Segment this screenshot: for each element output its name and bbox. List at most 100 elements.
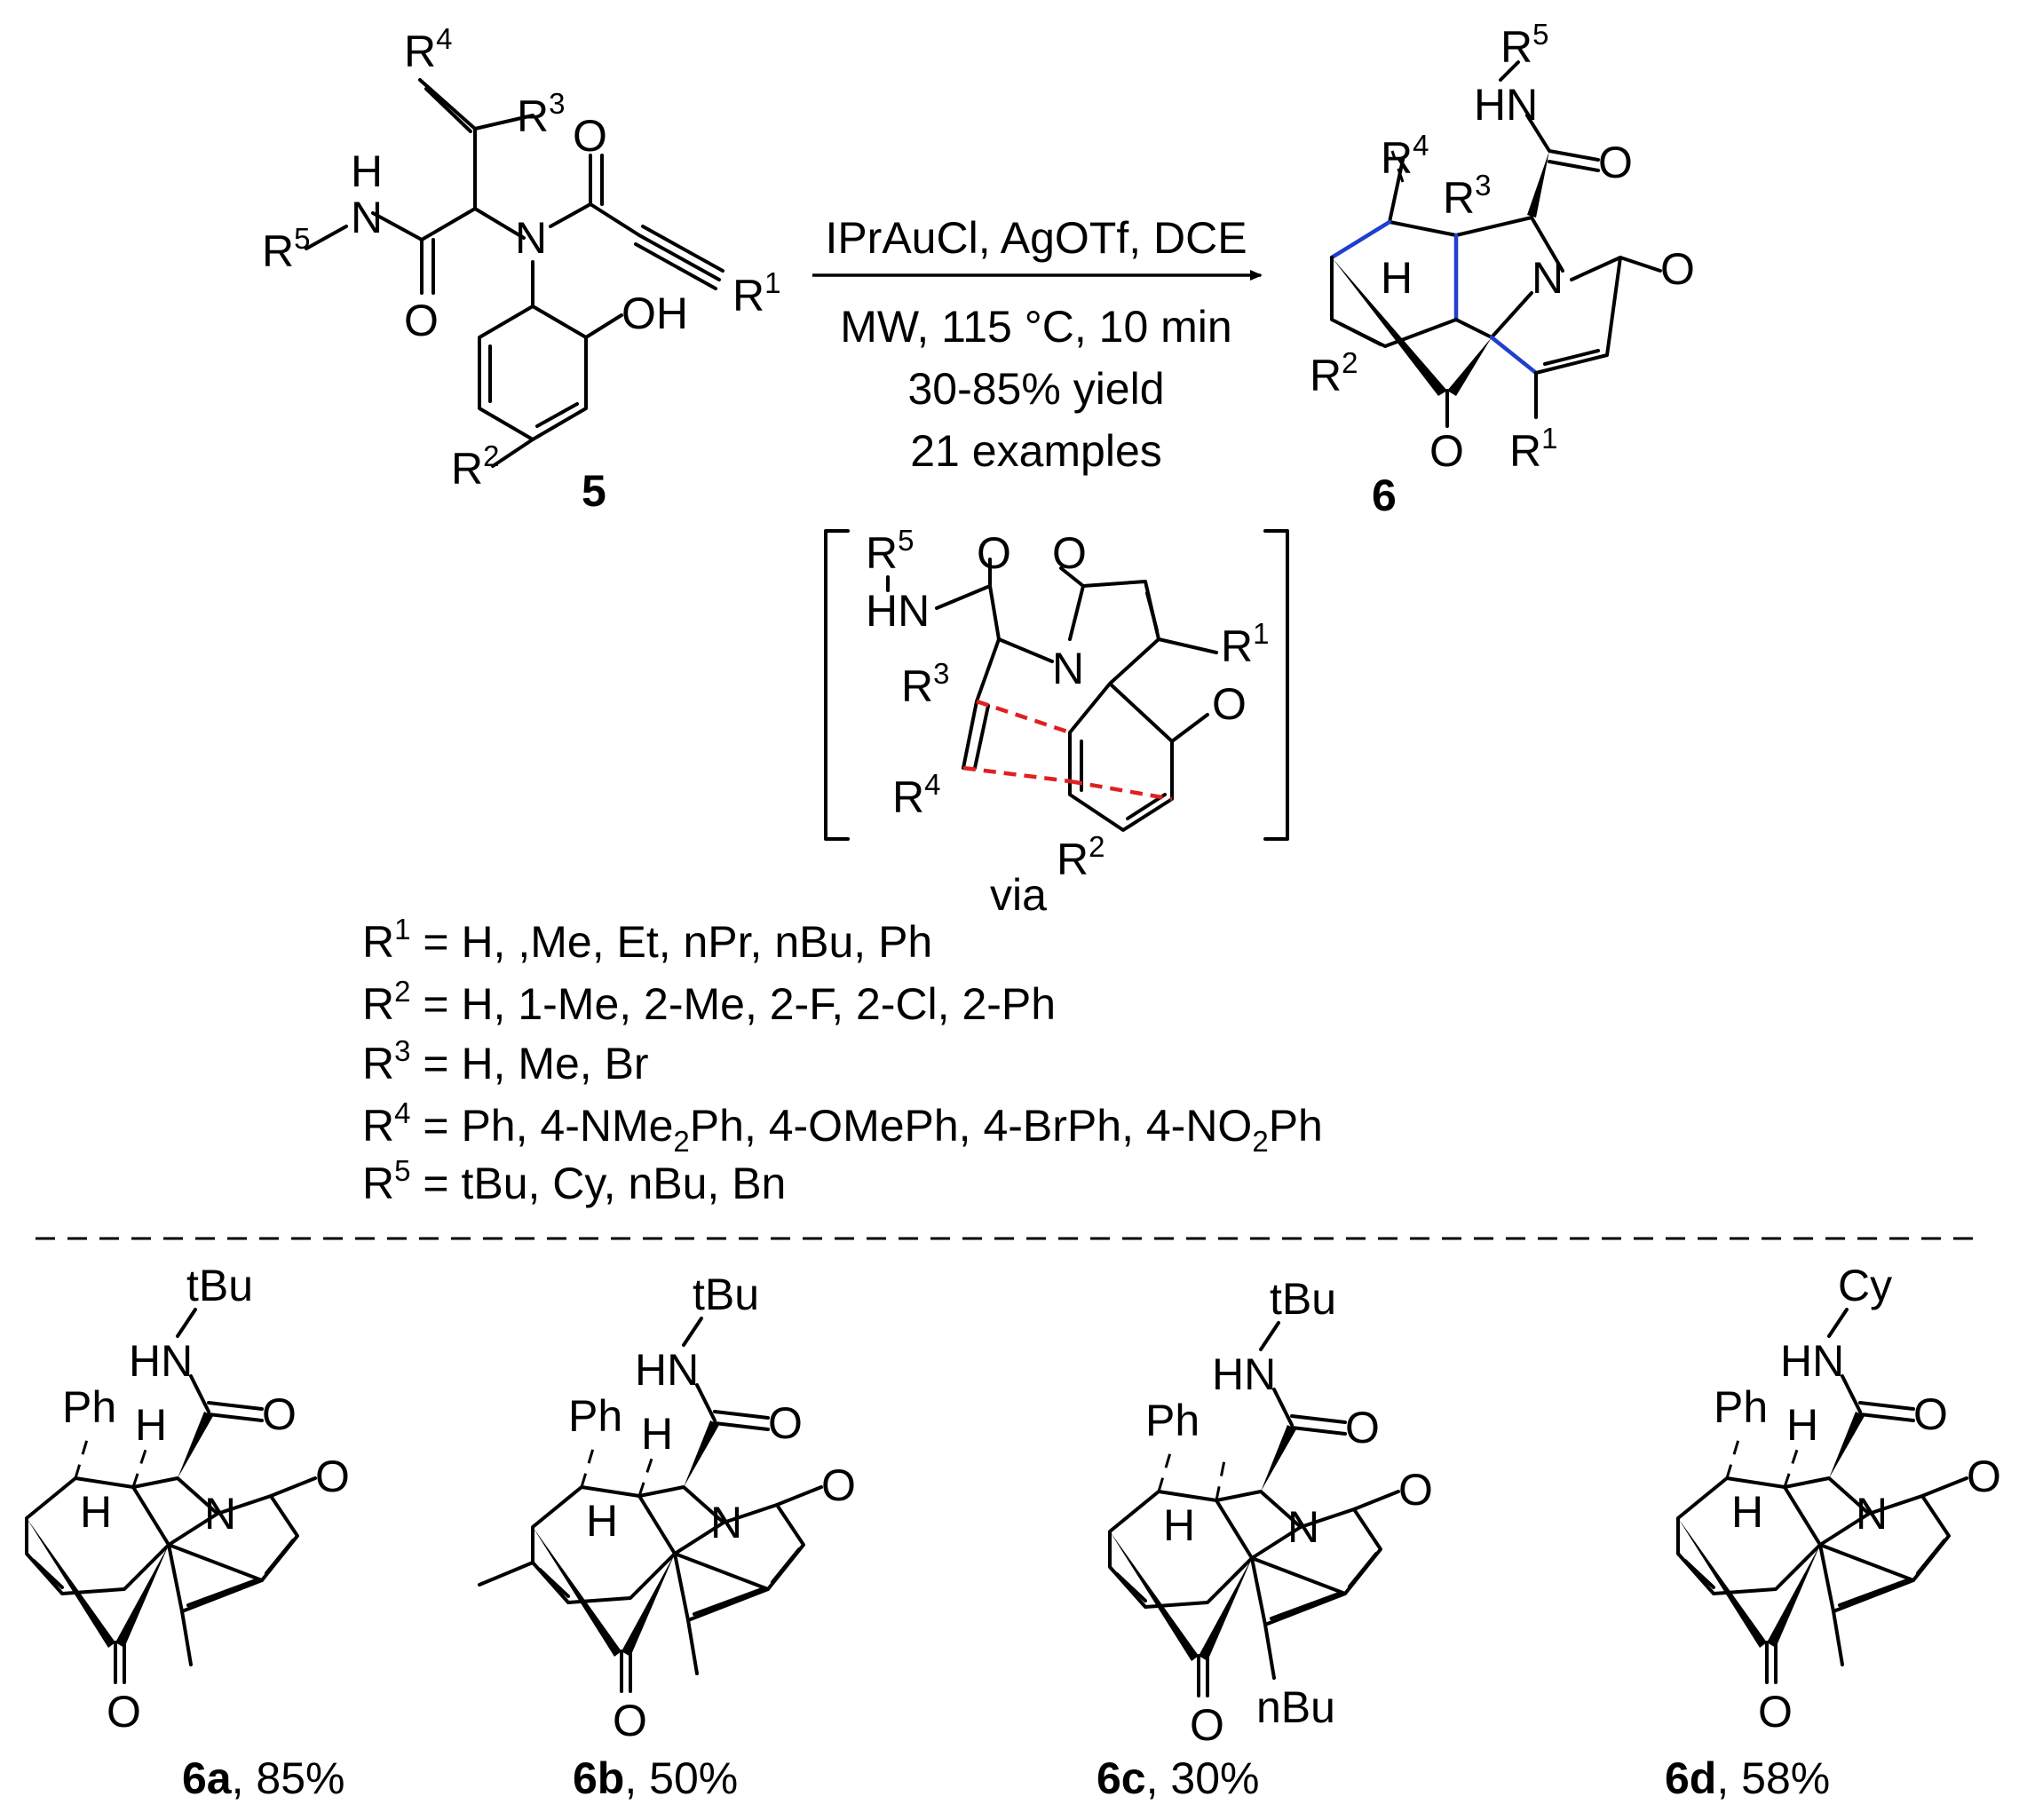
r1-definition: R1 = H, ,Me, Et, nPr, nBu, Ph xyxy=(362,913,932,967)
example-6b-ph: Ph xyxy=(568,1391,622,1441)
example-6a-ph-bond xyxy=(74,1433,91,1479)
example-6c-alkyl-bond xyxy=(1263,1623,1276,1680)
left-bracket xyxy=(824,529,850,841)
example-6d-co-bond xyxy=(1858,1412,1915,1422)
example-6d-hn: HN xyxy=(1780,1336,1844,1386)
n-atom-int: N xyxy=(1052,644,1084,693)
example-6b-ketone-o: O xyxy=(613,1696,647,1745)
example-6c-ketone-o: O xyxy=(1190,1700,1224,1750)
example-6b-co-bond2 xyxy=(713,1410,770,1420)
example-6d-top-h: H xyxy=(1786,1400,1818,1450)
oh-label: OH xyxy=(622,289,688,338)
example-6c-caption: 6c, 30% xyxy=(1097,1753,1259,1803)
example-6c-amide-wedge xyxy=(1261,1425,1296,1492)
amide-o-int: O xyxy=(977,528,1011,578)
r5-label-6: R5 xyxy=(1500,18,1548,72)
reaction-arrow-group: IPrAuCl, AgOTf, DCE MW, 115 °C, 10 min 3… xyxy=(812,213,1263,476)
yield-range-text: 30-85% yield xyxy=(907,364,1164,414)
r5-label-5: R5 xyxy=(262,222,310,276)
example-6b-amide-sub: tBu xyxy=(693,1270,759,1319)
example-6b-cn-bond xyxy=(695,1383,717,1422)
example-6c-cn-bond xyxy=(1272,1388,1294,1427)
example-6b-amide-o: O xyxy=(768,1398,803,1448)
example-6d-n-sub-bond xyxy=(1827,1308,1849,1338)
example-6d-h-bond xyxy=(1783,1446,1800,1488)
reagents-text: IPrAuCl, AgOTf, DCE xyxy=(825,213,1247,263)
example-6a-co-bond2 xyxy=(207,1401,264,1411)
r4-definition: R4 = Ph, 4-NMe2Ph, 4-OMePh, 4-BrPh, 4-NO… xyxy=(362,1096,1323,1158)
example-6d-ph: Ph xyxy=(1714,1382,1768,1432)
amide-o-5: O xyxy=(404,296,439,345)
example-6b-skeleton xyxy=(531,1485,823,1693)
example-6b-caption: 6b, 50% xyxy=(573,1753,738,1803)
example-6b-alkyl-bond xyxy=(686,1618,699,1675)
example-6c-methyl xyxy=(1215,1455,1227,1501)
example-6b-co-bond xyxy=(713,1421,770,1431)
example-6d-amide-sub: Cy xyxy=(1838,1261,1892,1310)
r3-definition: R3 = H, Me, Br xyxy=(362,1034,649,1088)
ketone-o-int: O xyxy=(1212,679,1247,729)
example-6a-hn: HN xyxy=(129,1336,193,1386)
example-6d-skeleton xyxy=(1676,1476,1968,1684)
example-6a-ketone-o: O xyxy=(107,1687,141,1737)
example-6d-alkyl-bond xyxy=(1832,1610,1844,1666)
example-6a-cn-bond xyxy=(189,1374,210,1413)
r2-label-int: R2 xyxy=(1057,830,1105,884)
example-6c-lactam-o: O xyxy=(1398,1465,1433,1515)
nh-h-5: H xyxy=(351,146,383,196)
via-label: via xyxy=(990,870,1047,920)
example-6c-ph-bond xyxy=(1157,1446,1174,1492)
r1-label-6: R1 xyxy=(1509,422,1557,476)
nh-n-5: N xyxy=(351,193,383,242)
amide-o-6: O xyxy=(1598,138,1633,187)
n-atom-6: N xyxy=(1532,253,1564,303)
example-6d-ketone-o: O xyxy=(1758,1687,1793,1737)
example-6d-amide-wedge xyxy=(1829,1412,1865,1478)
example-6b-n-sub-bond xyxy=(682,1317,703,1347)
example-6c-skeleton xyxy=(1108,1490,1400,1697)
example-6c-amide-sub: tBu xyxy=(1270,1274,1336,1324)
r4-label-6: R4 xyxy=(1381,129,1429,183)
r1-label-int: R1 xyxy=(1221,617,1269,671)
example-6a-alkyl-bond xyxy=(180,1610,193,1666)
example-6b-hn: HN xyxy=(635,1345,699,1395)
r5-definition: R5 = tBu, Cy, nBu, Bn xyxy=(362,1154,786,1208)
lactam-o-6: O xyxy=(1660,244,1695,294)
right-bracket xyxy=(1263,529,1289,841)
example-6a-n: N xyxy=(204,1489,236,1539)
example-6c-ph: Ph xyxy=(1145,1396,1200,1445)
example-6b-ring-methyl xyxy=(478,1561,534,1587)
example-6c-hn: HN xyxy=(1212,1349,1276,1399)
compound-6: HN R5 O R4 R3 H O R2 N O R1 6 xyxy=(1310,18,1695,520)
compound-5-number: 5 xyxy=(582,466,606,516)
example-6c-amide-o: O xyxy=(1345,1403,1380,1452)
example-6d-ph-bond xyxy=(1725,1433,1742,1479)
r2-label-6: R2 xyxy=(1310,346,1358,400)
example-6a-ph: Ph xyxy=(62,1382,116,1432)
examples-count-text: 21 examples xyxy=(910,426,1162,476)
example-6b-n: N xyxy=(710,1498,742,1547)
example-6b-amide-wedge xyxy=(684,1420,719,1487)
lactam-o-int: O xyxy=(1052,528,1087,578)
ketone-o-6: O xyxy=(1429,426,1464,476)
example-6a-amide-sub: tBu xyxy=(186,1261,253,1310)
compound-6-number: 6 xyxy=(1372,471,1397,520)
r5-label-int: R5 xyxy=(866,524,914,578)
r1-label-5: R1 xyxy=(732,266,780,320)
example-6c-co-bond xyxy=(1290,1426,1347,1436)
example-6d-amide-o: O xyxy=(1913,1389,1948,1439)
n-atom-5: N xyxy=(515,213,547,263)
example-6c-n-sub-bond xyxy=(1259,1321,1280,1351)
example-6a-top-h: H xyxy=(135,1400,167,1450)
example-6a-lactam-o: O xyxy=(315,1452,350,1501)
r3-label-int: R3 xyxy=(901,657,949,711)
example-6a-caption: 6a, 85% xyxy=(182,1753,344,1803)
example-6a-skeleton xyxy=(25,1476,317,1684)
hn-6: HN xyxy=(1474,80,1538,130)
